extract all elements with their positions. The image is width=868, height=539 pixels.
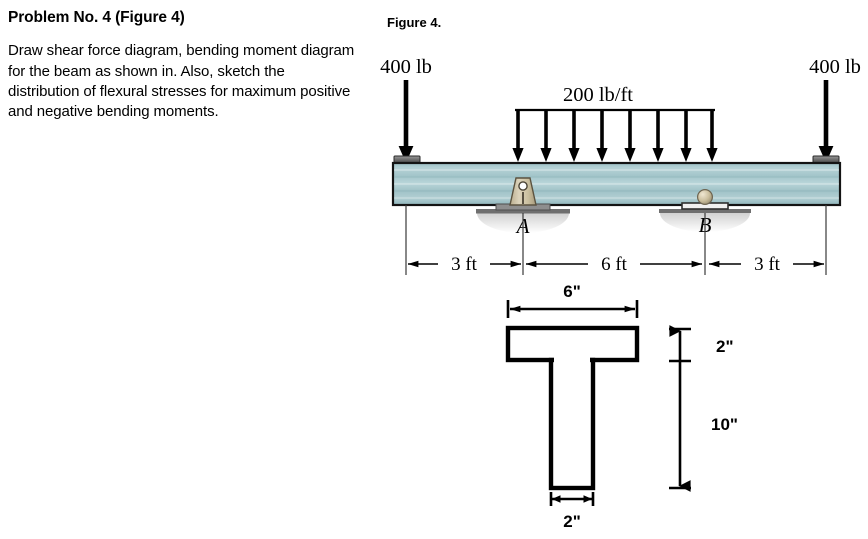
cross-section-flange bbox=[505, 325, 640, 363]
distributed-load-arrows bbox=[512, 110, 718, 162]
distributed-load-label: 200 lb/ft bbox=[563, 84, 633, 106]
figure-caption: Figure 4. bbox=[387, 15, 442, 30]
web-height-label: 10" bbox=[711, 415, 738, 434]
point-load-right-label: 400 lb bbox=[809, 56, 861, 78]
cross-section-t-shape bbox=[505, 325, 640, 491]
point-load-left-label: 400 lb bbox=[380, 56, 432, 78]
support-a-label: A bbox=[515, 214, 530, 238]
cross-section-web-width-dimension: 2" bbox=[549, 492, 595, 531]
problem-panel: Problem No. 4 (Figure 4) Draw shear forc… bbox=[8, 8, 356, 122]
page-title: Problem No. 4 (Figure 4) bbox=[8, 9, 185, 26]
figure-illustration: 400 lb 400 lb 200 lb/ft bbox=[380, 56, 861, 531]
point-load-left-arrow bbox=[398, 80, 414, 163]
problem-statement: Draw shear force diagram, bending moment… bbox=[8, 42, 355, 121]
web-width-label: 2" bbox=[563, 512, 581, 531]
dimension-row: 3 ft 6 ft 3 ft bbox=[407, 253, 825, 275]
flange-thickness-label: 2" bbox=[716, 337, 734, 356]
cross-section-flange-width-dimension: 6" bbox=[506, 282, 639, 318]
dimension-extension-lines bbox=[405, 205, 827, 275]
dimension-label-middle: 6 ft bbox=[601, 254, 628, 275]
flange-width-label: 6" bbox=[563, 282, 581, 301]
point-load-right-arrow bbox=[818, 80, 834, 163]
beam-body bbox=[391, 161, 842, 207]
figure-panel: Figure 4. bbox=[380, 0, 868, 539]
cross-section-height-dimension: 2" 10" bbox=[669, 325, 738, 492]
dimension-label-left: 3 ft bbox=[451, 254, 478, 275]
cross-section-web bbox=[548, 357, 596, 491]
dimension-label-right: 3 ft bbox=[754, 254, 781, 275]
distributed-load-group bbox=[512, 108, 718, 162]
